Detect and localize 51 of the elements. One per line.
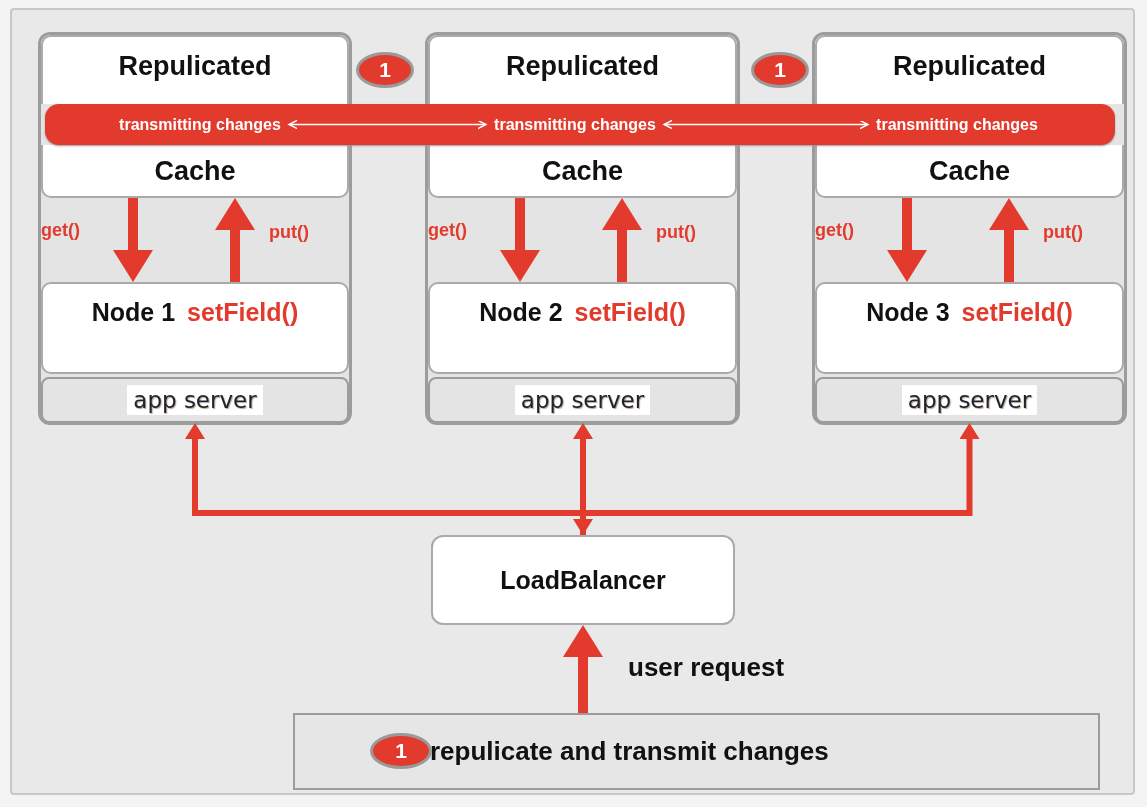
band-label: transmitting changes (872, 104, 1042, 145)
node-box (815, 282, 1124, 374)
node-box (41, 282, 349, 374)
box-title: Repulicated (505, 51, 659, 83)
cache-box-top (815, 35, 1124, 104)
replication-band (45, 104, 1115, 145)
arrow (500, 198, 540, 282)
box-title: Repulicated (118, 51, 272, 83)
box-label: app server (127, 385, 263, 415)
band-label: transmitting changes (490, 104, 660, 145)
edge-label: put() (269, 222, 309, 243)
cache-box (428, 145, 737, 198)
app-server-box (41, 377, 349, 423)
box-title: Cache (928, 156, 1010, 187)
box-label: app server (901, 385, 1038, 415)
arrow (663, 119, 869, 130)
box-title: Cache (541, 156, 623, 187)
node-label: Node 1 (91, 298, 176, 327)
number-badge: 1 (370, 733, 432, 769)
node-label: Node 2 (479, 298, 563, 327)
method-label: setField() (961, 298, 1073, 327)
box-label: app server (514, 385, 651, 415)
app-server-box (815, 377, 1124, 423)
box-label: LoadBalancer (500, 565, 666, 595)
arrow (215, 198, 255, 282)
arrow (563, 625, 603, 713)
method-label: setField() (574, 298, 686, 327)
box-title: Cache (154, 156, 236, 187)
arrow (113, 198, 153, 282)
arrow (602, 198, 642, 282)
edge-label: put() (1043, 222, 1083, 243)
edge-label: get() (428, 220, 467, 241)
edge-label: put() (656, 222, 696, 243)
cache-box (41, 145, 349, 198)
app-server-box (428, 377, 737, 423)
method-label: setField() (187, 298, 299, 327)
edge-label: get() (41, 220, 80, 241)
node-label: Node 3 (866, 298, 950, 327)
edge-label: get() (815, 220, 854, 241)
arrow (887, 198, 927, 282)
node-box (428, 282, 737, 374)
band-label: transmitting changes (115, 104, 285, 145)
cache-box (815, 145, 1124, 198)
note-box (293, 713, 1100, 790)
process-box (431, 535, 735, 625)
cache-box-top (428, 35, 737, 104)
note-text: repulicate and transmit changes (430, 736, 829, 767)
box-title: Repulicated (892, 51, 1046, 83)
cache-box-top (41, 35, 349, 104)
arrow (288, 119, 487, 130)
arrow (989, 198, 1029, 282)
